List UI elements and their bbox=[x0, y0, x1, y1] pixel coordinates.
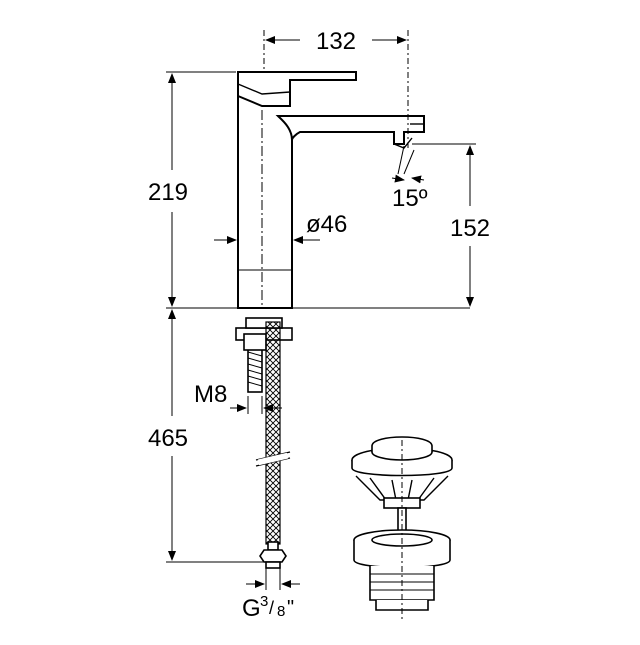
dim-stud-thread: M8 bbox=[194, 381, 227, 408]
dim-hose-connection-num: 3 bbox=[260, 593, 268, 610]
dim-spout-reach: 132 bbox=[316, 28, 356, 55]
popup-waste-drain bbox=[351, 436, 453, 620]
dimension-lines bbox=[166, 30, 476, 590]
dim-hose-connection-den: 8 bbox=[277, 603, 285, 620]
mounting-hardware bbox=[235, 317, 293, 569]
dim-total-height: 219 bbox=[148, 179, 188, 206]
dim-spout-angle: 15º bbox=[392, 185, 428, 212]
dim-hose-connection-prefix: G bbox=[242, 595, 261, 622]
dim-hose-connection-slash: / bbox=[269, 598, 274, 618]
dim-spout-height: 152 bbox=[450, 215, 490, 242]
dim-hose-connection-suffix: " bbox=[287, 597, 294, 619]
dim-body-diameter: ø46 bbox=[306, 211, 347, 238]
dim-hose-length: 465 bbox=[148, 425, 188, 452]
dim-hose-connection: G 3 / 8 " bbox=[242, 593, 294, 622]
